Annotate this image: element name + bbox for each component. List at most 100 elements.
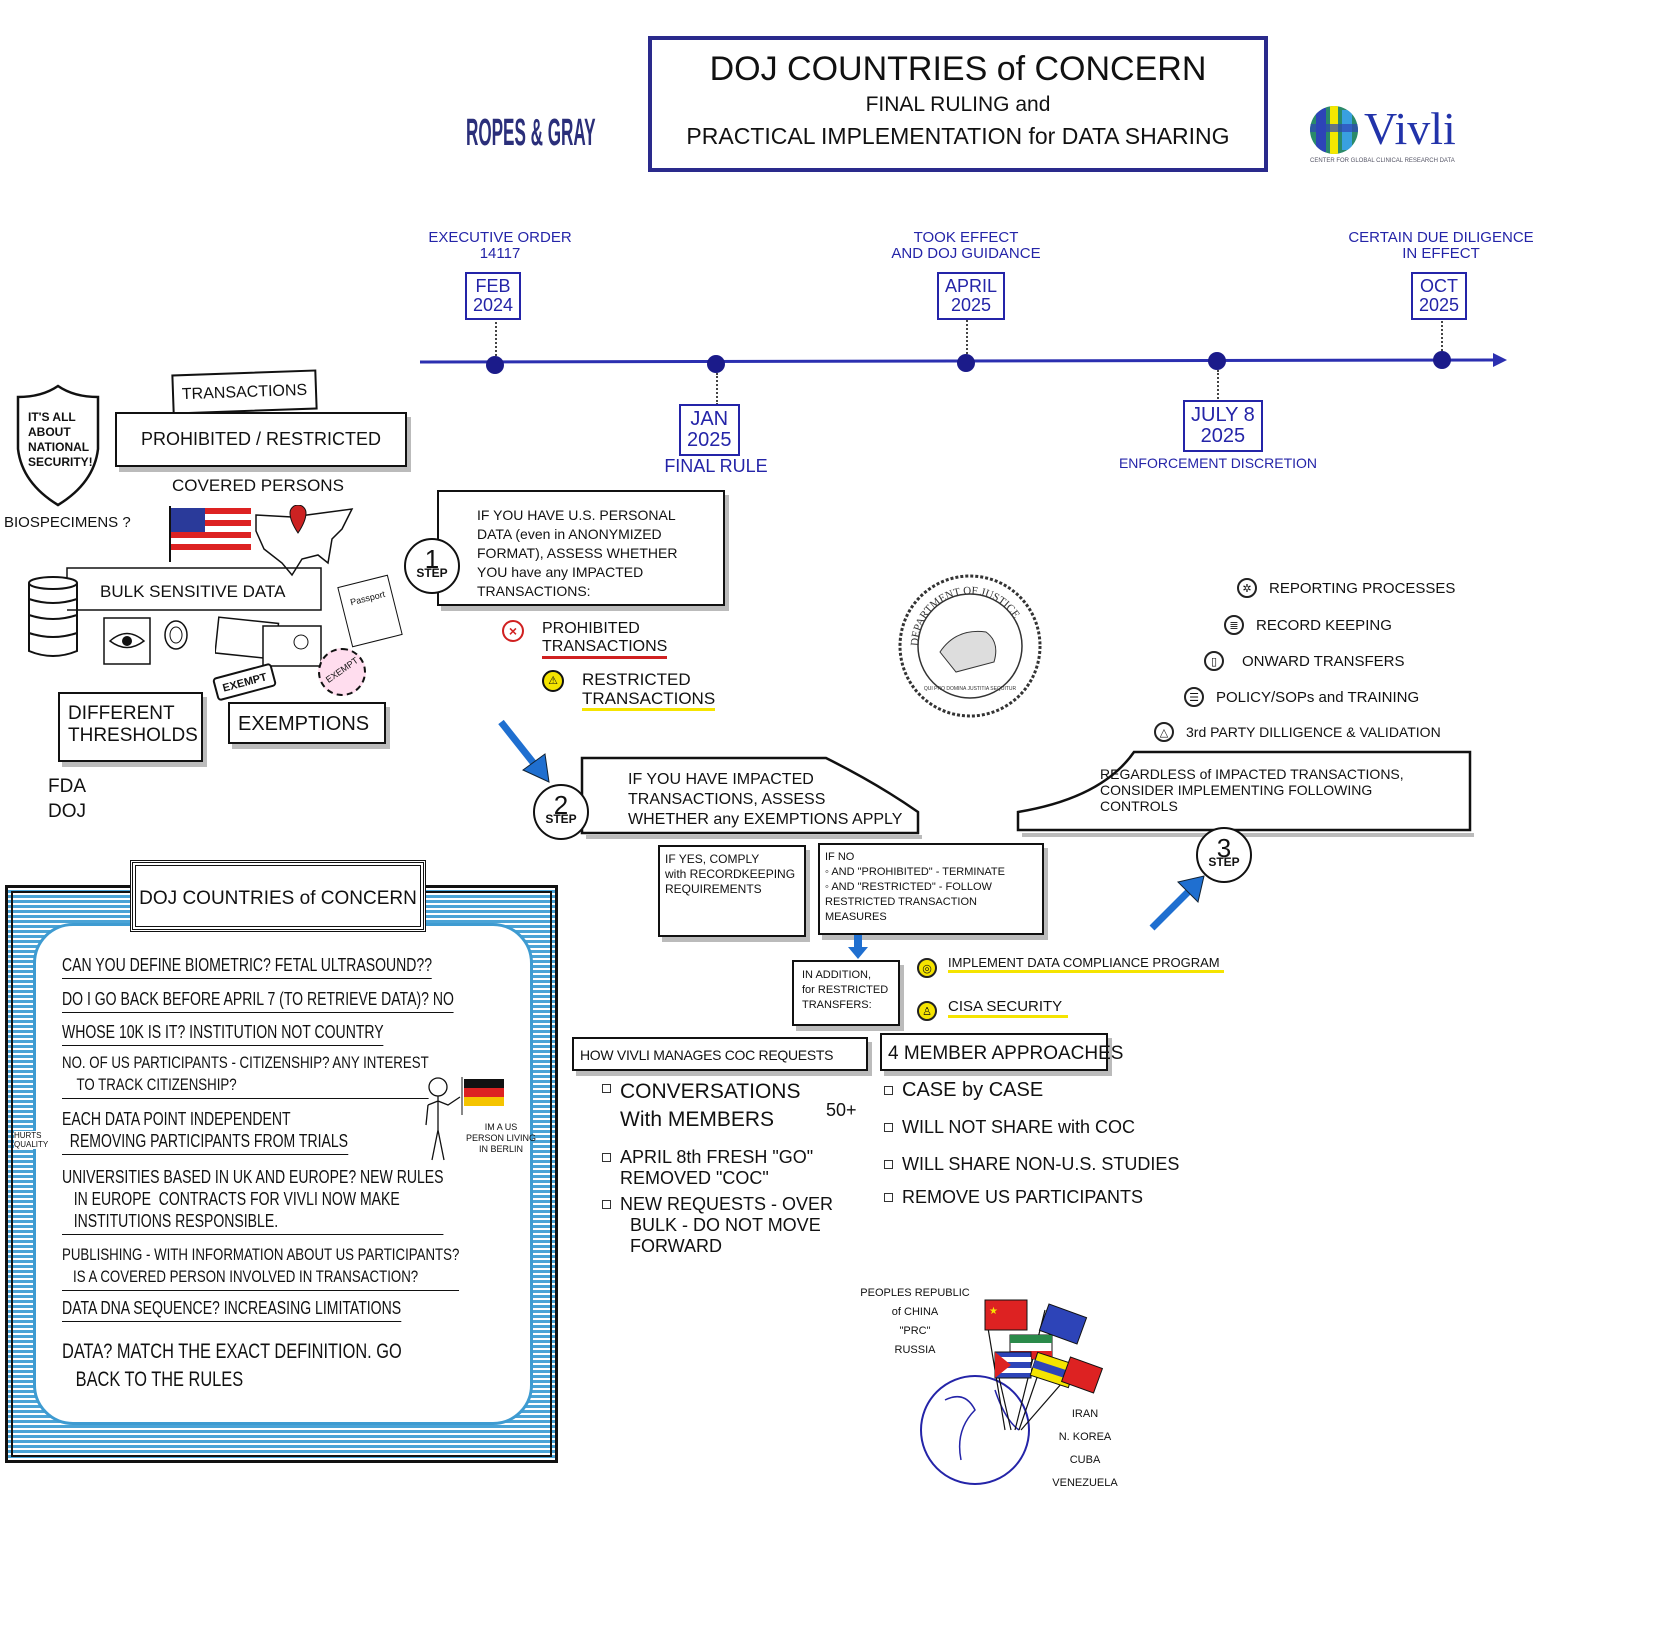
id-card-icon: [215, 616, 322, 667]
qa-line: CAN YOU DEFINE BIOMETRIC? FETAL ULTRASOU…: [62, 954, 433, 979]
control-label: ONWARD TRANSFERS: [1242, 652, 1405, 670]
covered-persons-label: COVERED PERSONS: [172, 476, 344, 495]
qa-line: PUBLISHING - with INFORMATION ABOUT US P…: [62, 1244, 460, 1291]
step3-box: [1016, 750, 1474, 837]
countries-left-label: PEOPLES REPUBLIC of CHINA "PRC" RUSSIA: [860, 1287, 970, 1356]
connector: [1217, 370, 1219, 402]
compliance-program-icon: ◎: [917, 958, 937, 978]
passport-label: Passport: [349, 589, 387, 608]
event-label-final-rule: FINAL RULE: [664, 456, 768, 476]
exempt-seal-text: EXEMPT: [323, 655, 361, 685]
vivli-logo: Vivli CENTER FOR GLOBAL CLINICAL RESEARC…: [1308, 102, 1468, 168]
qa-line: DO I GO BACK BEFORE APRIL 7 (to RETRIEVE…: [62, 988, 454, 1013]
member-approaches-header: 4 MEMBER APPROACHES: [880, 1033, 1123, 1071]
member-approach-item: WILL SHARE NON-U.S. STUDIES: [883, 1154, 1180, 1174]
cisa-security-label: CISA SECURITY: [948, 998, 1069, 1018]
step-label: STEP: [545, 812, 577, 826]
member-approach-item: REMOVE US PARTICIPANTS: [883, 1187, 1144, 1207]
implement-program-label: IMPLEMENT DATA COMPLIANCE PROGRAM: [948, 955, 1224, 973]
timeline-dot-apr-2025: [957, 354, 975, 372]
title-line3: PRACTICAL IMPLEMENTATION for DATA SHARIN…: [686, 123, 1230, 149]
ropes-gray-logo: ROPES & GRAY: [466, 112, 596, 154]
connector: [966, 316, 968, 354]
event-date-jul-2025: JULY 8 2025: [1183, 400, 1263, 452]
us-flag-icon: [169, 506, 251, 562]
vivli-tagline: CENTER FOR GLOBAL CLINICAL RESEARCH DATA: [1310, 158, 1455, 164]
step3-text: REGARDLESS of IMPACTED TRANSACTIONS, CON…: [1100, 766, 1404, 814]
triangle-icon: △: [1154, 722, 1174, 742]
arrow-to-step2-icon: [498, 719, 550, 783]
step2-badge: 2 STEP: [533, 784, 589, 840]
timeline-dot-jul-2025: [1208, 352, 1226, 370]
cisa-security-icon: ♙: [917, 1001, 937, 1021]
control-label: 3rd PARTY DILLIGENCE & VALIDATION: [1186, 724, 1441, 740]
vivli-manages-title: HOW VIVLI MANAGES COC REQUESTS: [580, 1047, 834, 1063]
eye-scan-icon: [103, 617, 151, 665]
event-date-oct-2025: OCT 2025: [1411, 272, 1468, 320]
different-thresholds-text: DIFFERENT THRESHOLDS: [68, 703, 198, 746]
step1-box: IF YOU HAVE U.S. PERSONAL DATA (even in …: [437, 490, 725, 606]
event-label-enforcement-discretion: ENFORCEMENT DISCRETION: [1118, 455, 1318, 471]
step1-badge: 1 STEP: [404, 538, 460, 594]
svg-text:★: ★: [989, 1306, 998, 1317]
exemptions-box: EXEMPTIONS: [228, 702, 386, 744]
step3-badge: 3 STEP: [1196, 827, 1252, 883]
connector: [716, 373, 718, 405]
berlin-note: IM A US PERSON LIVING in BERLIN: [466, 1122, 537, 1154]
control-item: ☰POLICY/SOPs and TRAINING: [1184, 687, 1419, 707]
prohibited-restricted-box: PROHIBITED / RESTRICTED: [115, 412, 407, 467]
globe-with-flags-icon: ★: [920, 1299, 1104, 1485]
event-label-executive-order: EXECUTIVE ORDER 14117: [428, 229, 572, 262]
if-no-text: IF NO ◦ AND "PROHIBITED" - TERMINATE ◦ A…: [825, 851, 1005, 923]
title-box: DOJ COUNTRIES of CONCERN FINAL RULING an…: [648, 36, 1268, 172]
timeline-dot-oct-2025: [1433, 351, 1451, 369]
control-item: ▯ ONWARD TRANSFERS: [1204, 651, 1405, 671]
timeline-dot-feb-2024: [486, 356, 504, 374]
transactions-tag-text: TRANSACTIONS: [181, 381, 308, 404]
if-yes-text: IF YES, COMPLY with RECORDKEEPING REQUIR…: [665, 852, 796, 896]
database-icon: ≣: [1224, 615, 1244, 635]
exempt-stamp-text: EXEMPT: [221, 671, 269, 695]
control-label: POLICY/SOPs and TRAINING: [1216, 688, 1420, 706]
step2-number: 2: [553, 790, 569, 820]
in-addition-text: IN ADDITION, for RESTRICTED TRANSFERS:: [802, 969, 889, 1011]
qa-panel: [5, 885, 558, 1463]
vivli-manages-item: CONVERSATIONS With MEMBERS: [601, 1078, 800, 1134]
qa-line: DATA DNA SEQUENCE? INCREASING LIMITATION…: [62, 1297, 402, 1322]
countries-right-label: IRAN N. KOREA CUBA VENEZUELA: [1052, 1408, 1118, 1489]
event-date-feb-2024: FEB 2024: [465, 272, 522, 320]
bulk-data-bracket: [66, 567, 322, 611]
document-icon: ▯: [1204, 651, 1224, 671]
qa-line: NO. of US PARTICIPANTS - CITIZENSHIP? AN…: [62, 1052, 429, 1099]
database-icon: [28, 576, 78, 657]
if-no-box: IF NO ◦ AND "PROHIBITED" - TERMINATE ◦ A…: [818, 843, 1044, 935]
qa-line: WHOSE 10K IS IT? INSTITUTION NOT COUNTRY: [62, 1021, 384, 1046]
qa-panel-title: DOJ COUNTRIES of CONCERN: [130, 860, 426, 932]
member-approach-item: WILL NOT SHARE with COC: [883, 1117, 1136, 1137]
passport-icon: Passport: [337, 574, 403, 648]
prohibited-icon: ×: [502, 620, 524, 642]
vivli-wordmark: Vivli: [1364, 103, 1456, 154]
event-date-jan-2025: JAN 2025: [679, 404, 740, 456]
vivli-globe-icon: [1310, 106, 1358, 154]
connector: [495, 318, 497, 356]
step2-box: [580, 756, 922, 839]
event-date-apr-2025: APRIL 2025: [937, 272, 1006, 320]
step1-text: IF YOU HAVE U.S. PERSONAL DATA (even in …: [477, 507, 678, 599]
seal-motto: QUI PRO DOMINA JUSTITIA SEQUITUR: [924, 686, 1017, 692]
control-item: △ 3rd PARTY DILLIGENCE & VALIDATION: [1154, 722, 1441, 742]
qa-line: EACH DATA POINT INDEPENDENT REMOVING PAR…: [62, 1108, 349, 1155]
qa-panel-title-text: DOJ COUNTRIES of CONCERN: [139, 888, 417, 909]
restricted-transactions-label: RESTRICTED TRANSACTIONS: [582, 670, 716, 711]
shield-icon: [16, 384, 100, 507]
connector: [1441, 313, 1443, 351]
vivli-manages-item: APRIL 8th FRESH "GO" REMOVED "COC": [601, 1147, 814, 1188]
conversation-count: 50+: [826, 1100, 857, 1120]
exemptions-text: EXEMPTIONS: [238, 713, 370, 735]
step2-text: IF YOU HAVE IMPACTED TRANSACTIONS, ASSES…: [628, 771, 903, 828]
title-line2: FINAL RULING and: [865, 93, 1051, 116]
doj-seal-icon: DEPARTMENT OF JUSTICE QUI PRO DOMINA JUS…: [898, 574, 1042, 718]
if-yes-box: IF YES, COMPLY with RECORDKEEPING REQUIR…: [658, 845, 806, 937]
event-label-due-diligence: CERTAIN DUE DILIGENCE in EFFECT: [1348, 229, 1534, 262]
control-label: RECORD KEEPING: [1256, 616, 1392, 634]
